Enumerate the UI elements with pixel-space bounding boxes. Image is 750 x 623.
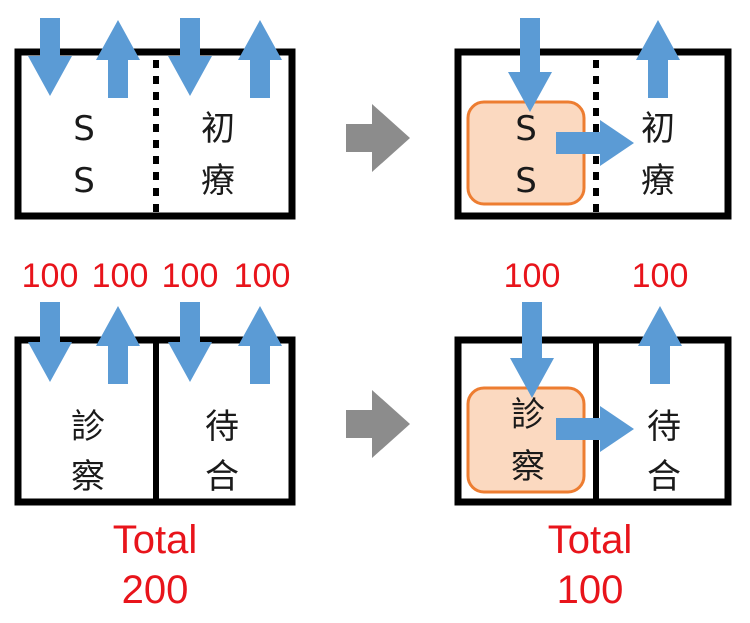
up-arrow-icon [96, 20, 140, 98]
bottom-after-panel: 100 100 診 察 待 合 Total 100 [454, 257, 732, 612]
room-outline [454, 336, 732, 506]
down-arrow-icon [168, 18, 212, 96]
down-arrow-icon [510, 302, 554, 398]
room-label-shinsatsu-2: 察 [71, 457, 105, 497]
bottom-before-panel: 100 100 100 100 診 察 待 合 Total 200 [14, 257, 296, 612]
total-value: 100 [557, 568, 624, 612]
total-label: Total [113, 518, 198, 562]
up-arrow-icon [238, 306, 282, 384]
room-outline [14, 48, 296, 220]
room-label-ss-2: S [73, 161, 95, 201]
room-label-machiai-2: 合 [205, 457, 239, 497]
total-label: Total [548, 518, 633, 562]
room-label-shinsatsu-1: 診 [71, 407, 105, 447]
down-arrow-icon [508, 18, 552, 112]
top-after-panel: S S 初 療 [454, 18, 732, 220]
down-arrow-icon [28, 302, 72, 382]
flow-value-2: 100 [92, 257, 149, 295]
room-label-shoryo-2: 療 [641, 161, 675, 201]
gray-right-arrow-icon [346, 104, 410, 172]
flow-value-3: 100 [162, 257, 219, 295]
flow-value-4: 100 [234, 257, 291, 295]
up-arrow-icon [238, 20, 282, 98]
up-arrow-icon [96, 306, 140, 384]
down-arrow-icon [168, 302, 212, 382]
room-outline [454, 48, 732, 220]
room-label-machiai-2: 合 [647, 457, 681, 497]
room-label-machiai-1: 待 [647, 407, 681, 447]
room-outline [14, 336, 296, 506]
right-arrow-icon [556, 406, 634, 452]
up-arrow-icon [638, 306, 682, 384]
flow-value-1: 100 [22, 257, 79, 295]
room-label-machiai-1: 待 [205, 407, 239, 447]
right-arrow-icon [556, 120, 634, 166]
room-label-ss-2: S [515, 161, 537, 201]
down-arrow-icon [28, 18, 72, 96]
room-label-shinsatsu-2: 察 [511, 447, 545, 487]
room-label-ss-1: S [73, 109, 95, 149]
gray-right-arrow-icon [346, 390, 410, 458]
flow-in-value: 100 [504, 257, 561, 295]
total-value: 200 [122, 568, 189, 612]
room-label-shoryo-1: 初 [201, 109, 235, 149]
room-label-shoryo-2: 療 [201, 161, 235, 201]
top-before-panel: S S 初 療 [14, 18, 296, 220]
flow-out-value: 100 [632, 257, 689, 295]
room-label-ss-1: S [515, 109, 537, 149]
room-label-shoryo-1: 初 [641, 109, 675, 149]
room-label-shinsatsu-1: 診 [511, 395, 545, 435]
up-arrow-icon [636, 20, 680, 98]
